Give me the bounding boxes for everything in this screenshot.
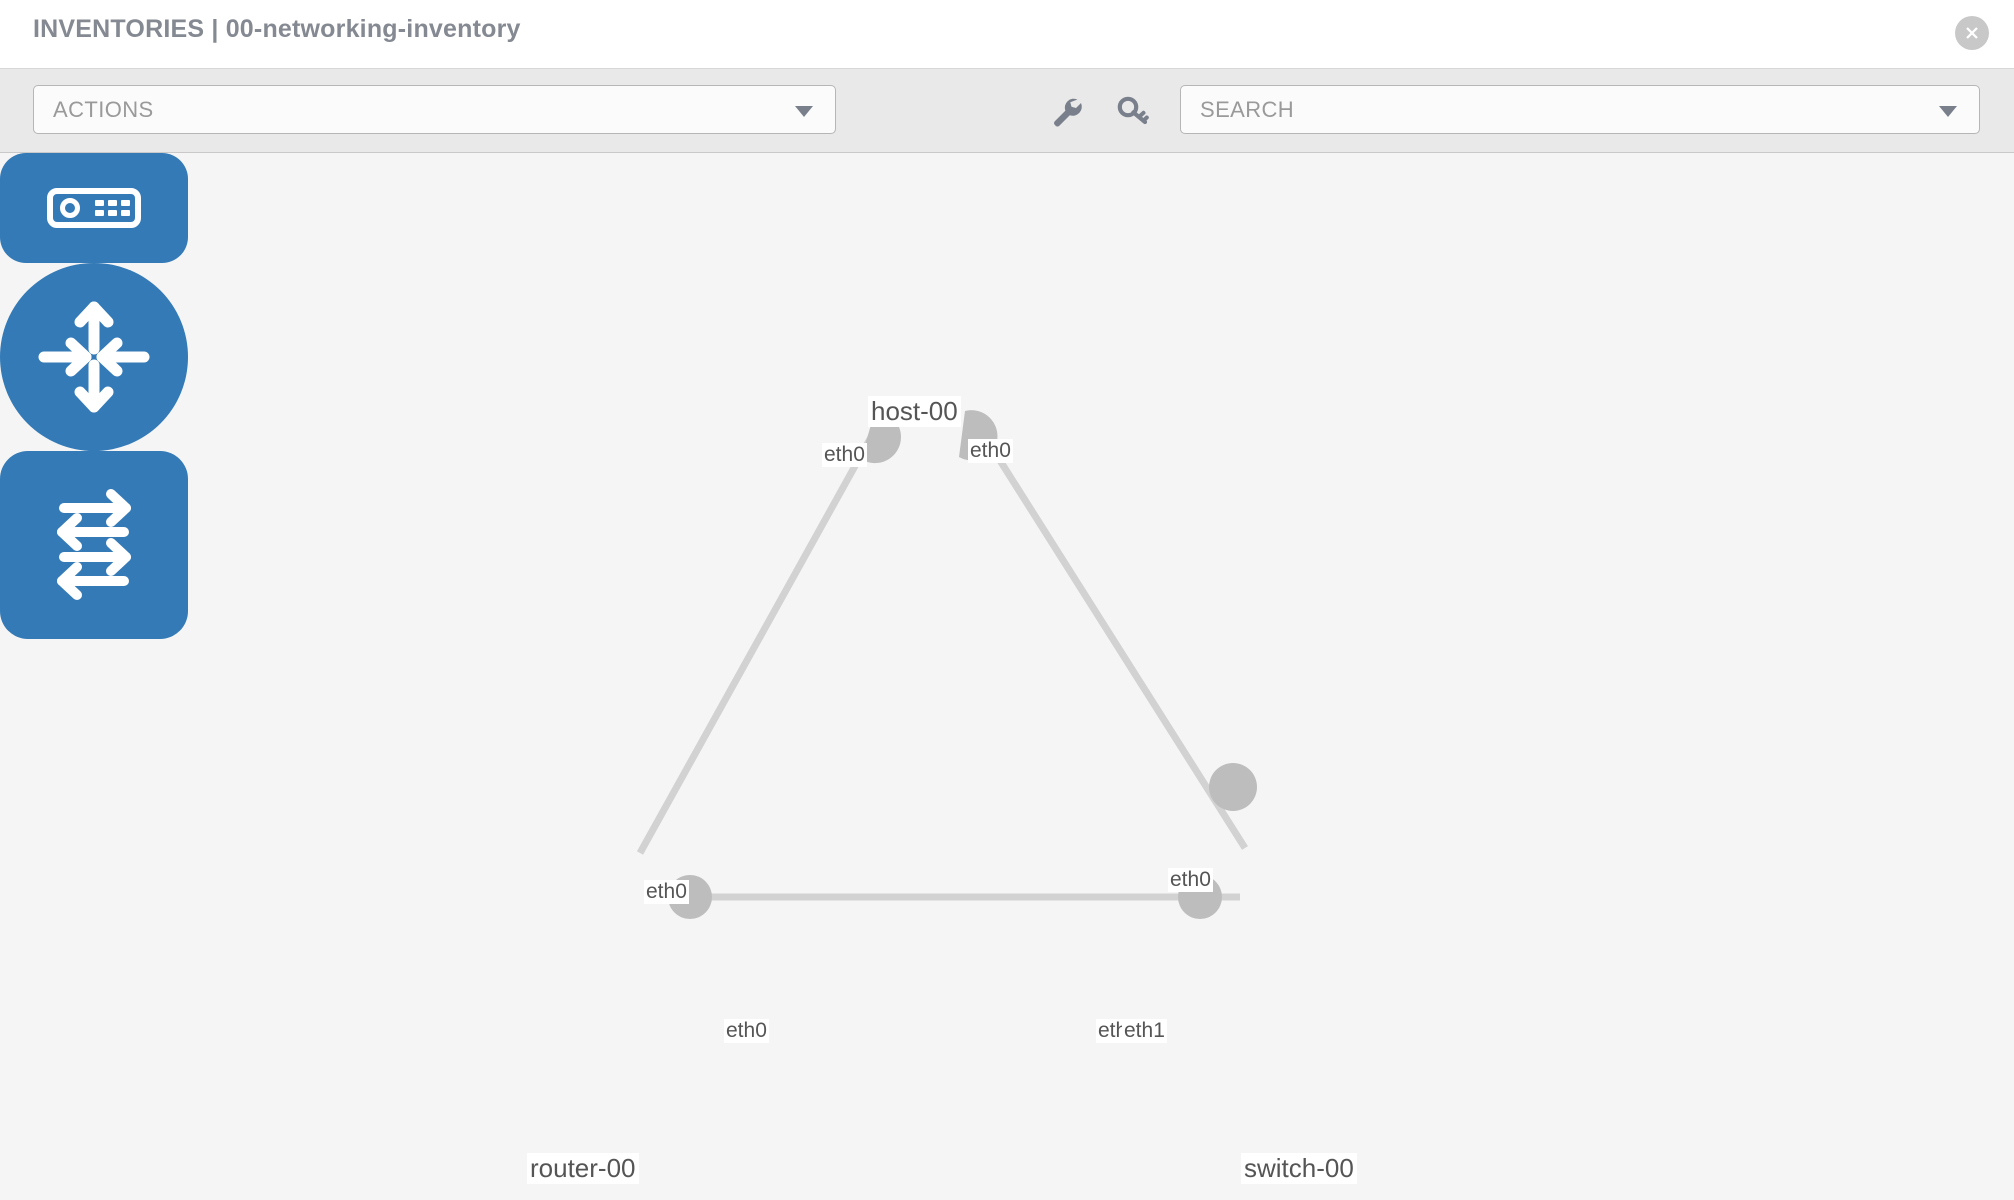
switch-arrows-icon (57, 489, 131, 600)
topology-canvas[interactable]: host-00 router-00 (0, 153, 2014, 1200)
search-input[interactable]: SEARCH (1180, 85, 1980, 134)
toolbar: ACTIONS SEARCH (0, 69, 2014, 153)
router-arrows-icon (38, 301, 150, 413)
topology-links (636, 410, 1257, 919)
node-router-00[interactable] (0, 263, 188, 451)
close-icon[interactable] (1955, 16, 1989, 50)
link-host-switch (972, 419, 1248, 850)
node-label-switch-00: switch-00 (1241, 1153, 1357, 1184)
chevron-down-icon (795, 106, 813, 117)
edge-label-switch-left-eth1: eth1 (1122, 1019, 1167, 1043)
key-icon[interactable] (1113, 91, 1153, 131)
node-switch-00[interactable] (0, 451, 188, 639)
node-label-host-00: host-00 (868, 396, 961, 427)
page-title: INVENTORIES | 00-networking-inventory (33, 15, 521, 43)
edge-label-switch-up: eth0 (1168, 868, 1213, 892)
chevron-down-icon (1939, 106, 1957, 117)
search-placeholder: SEARCH (1200, 97, 1295, 122)
connector-switch-top (1209, 763, 1257, 811)
link-host-router (636, 419, 884, 855)
edge-label-router-right: eth0 (724, 1019, 769, 1043)
window-header: INVENTORIES | 00-networking-inventory (0, 0, 2014, 69)
node-host-00[interactable] (0, 153, 188, 263)
edge-label-host-right: eth0 (968, 439, 1013, 463)
actions-dropdown-label: ACTIONS (53, 97, 154, 122)
wrench-icon[interactable] (1046, 91, 1086, 131)
edge-label-router-up: eth0 (644, 880, 689, 904)
server-icon (47, 188, 141, 228)
actions-dropdown[interactable]: ACTIONS (33, 85, 836, 134)
node-label-router-00: router-00 (527, 1153, 639, 1184)
edge-label-host-left: eth0 (822, 443, 867, 467)
